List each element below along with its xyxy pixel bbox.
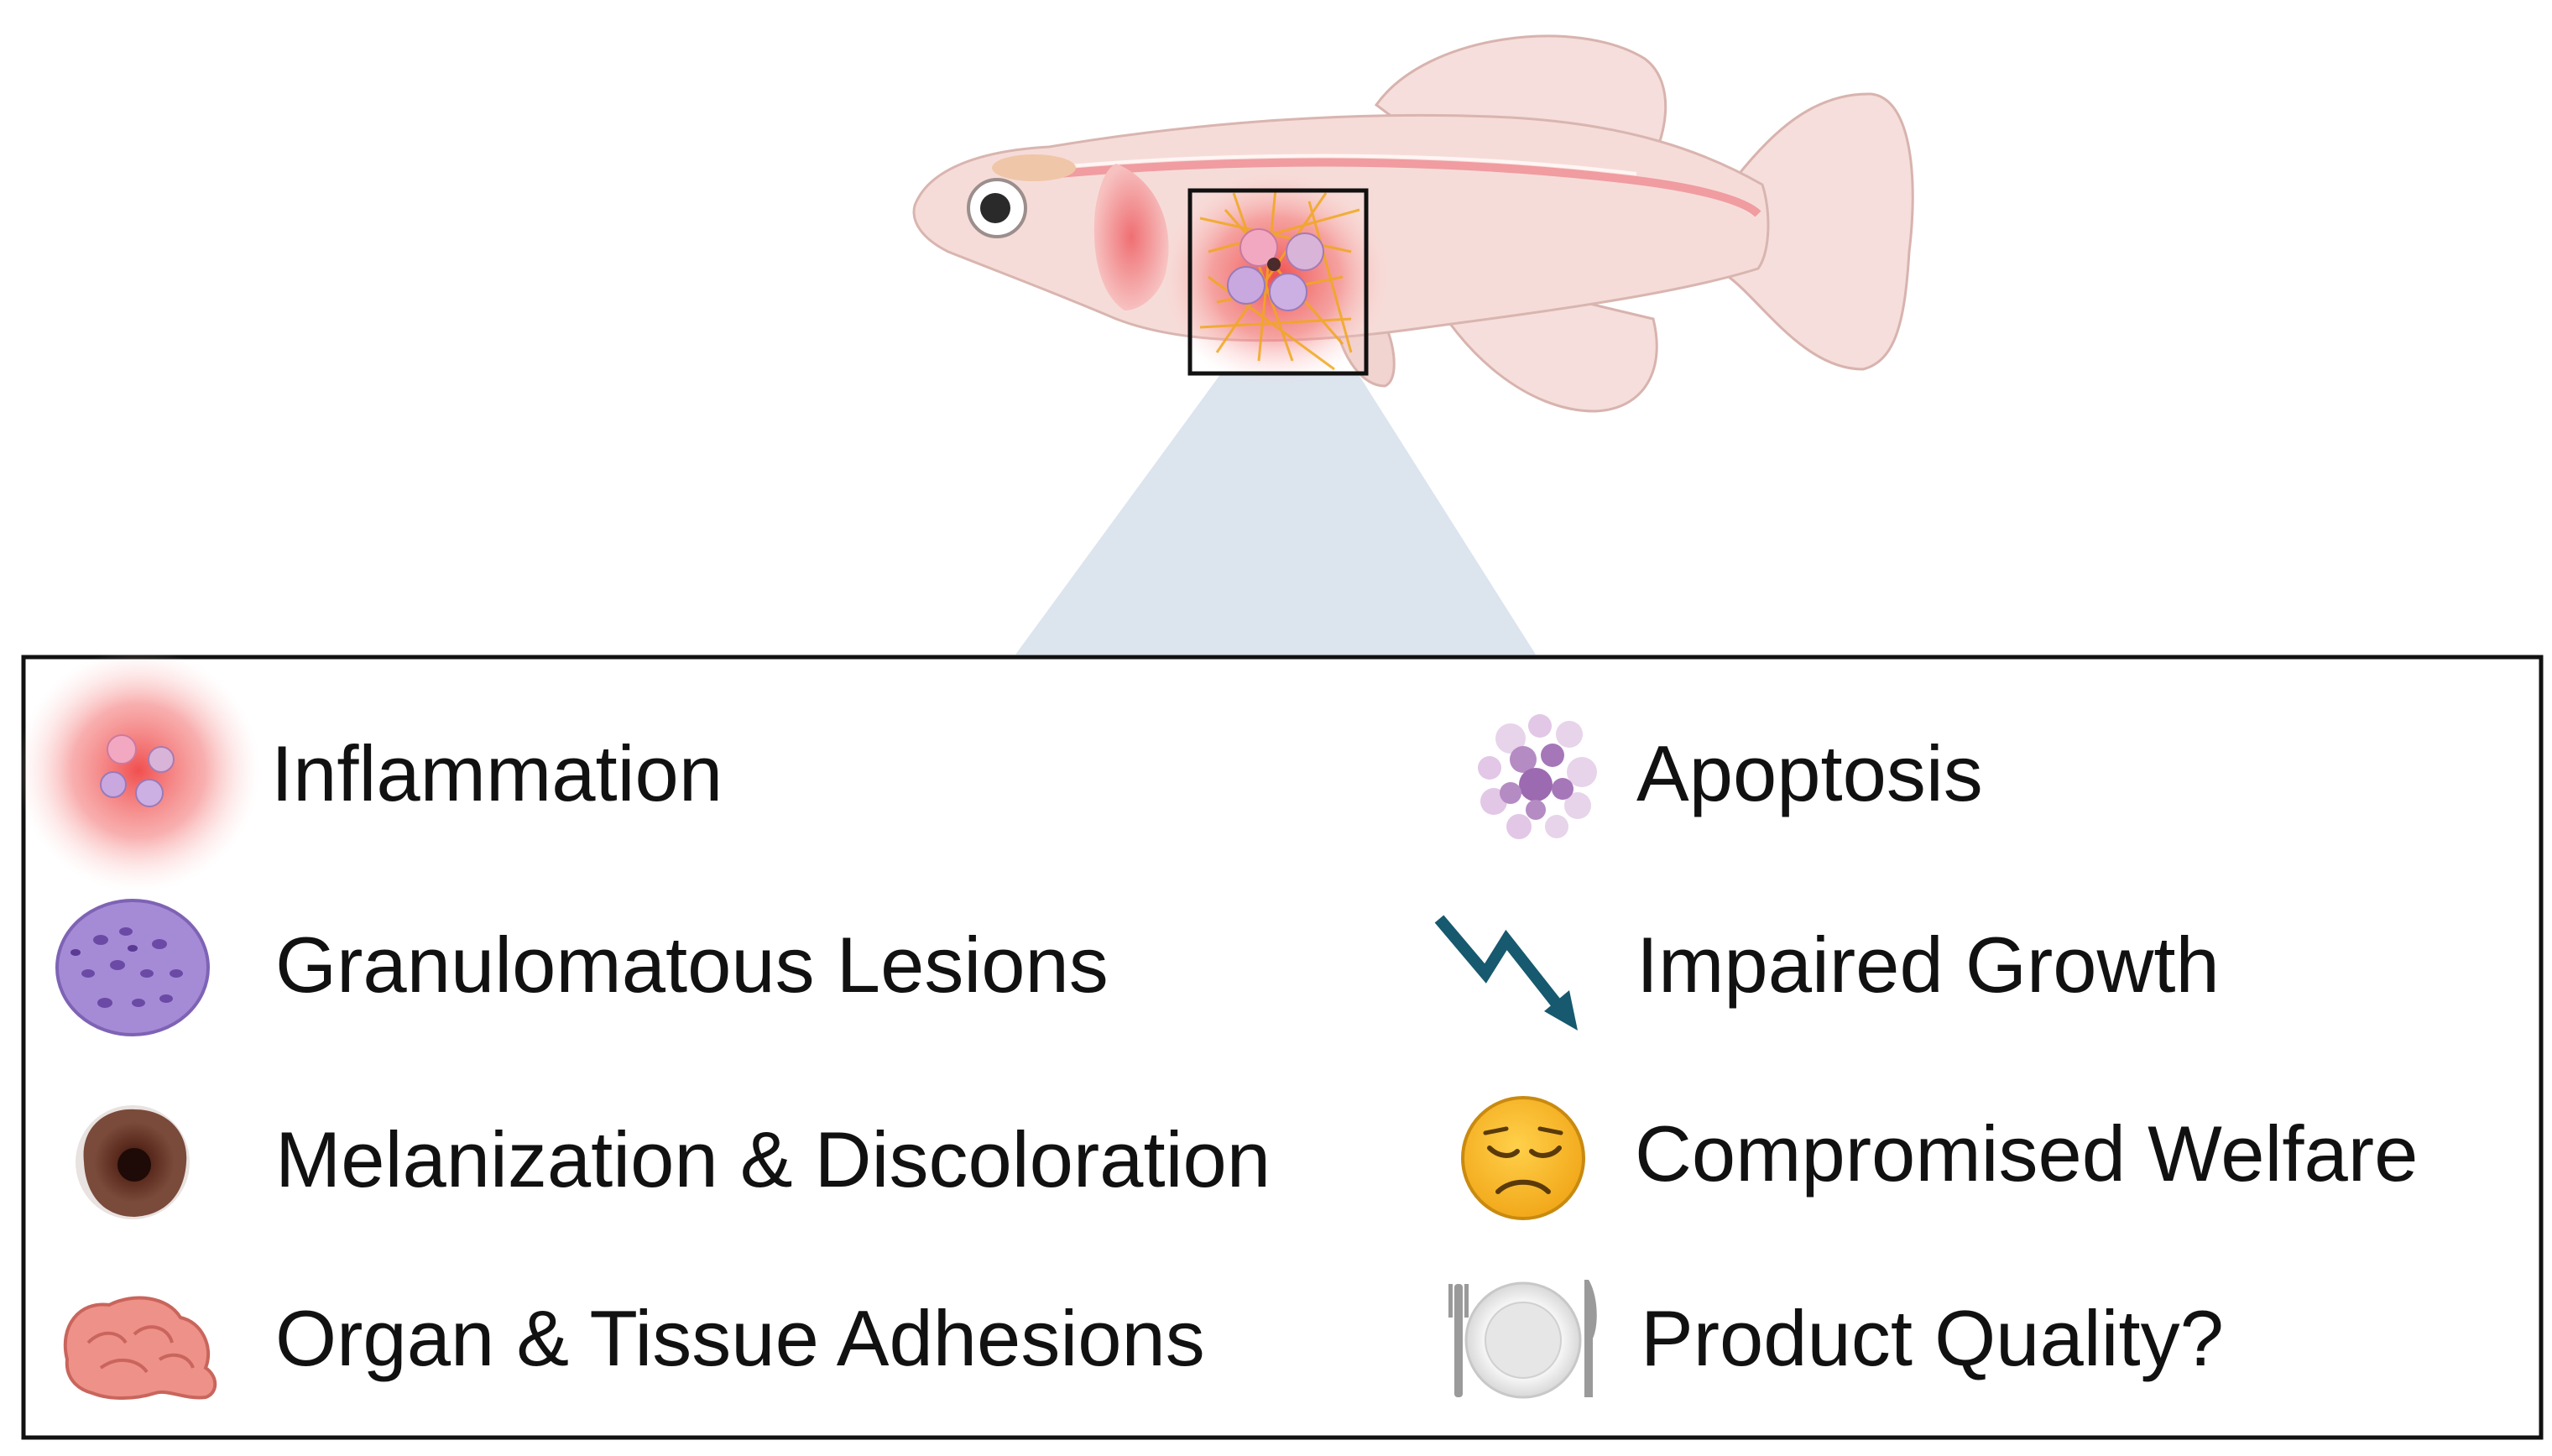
fish-pupil bbox=[980, 193, 1010, 223]
gill-region bbox=[1093, 164, 1169, 311]
inset-cell bbox=[1286, 232, 1324, 271]
legend-label-impaired-growth: Impaired Growth bbox=[1636, 921, 2220, 1009]
legend-label-product-quality: Product Quality? bbox=[1641, 1294, 2224, 1382]
inset-cell bbox=[1269, 273, 1307, 311]
zoom-inset-box bbox=[1187, 188, 1369, 376]
melanized-lesion-icon bbox=[76, 1105, 190, 1219]
granuloma-icon bbox=[55, 899, 210, 1036]
bacterium-dot bbox=[1267, 258, 1281, 271]
inflammation-cells-icon bbox=[17, 649, 260, 892]
inset-cell bbox=[1227, 266, 1266, 305]
legend-box bbox=[21, 655, 2544, 1440]
legend-label-apoptosis: Apoptosis bbox=[1636, 729, 1983, 817]
legend-label-granulomatous-lesions: Granulomatous Lesions bbox=[275, 921, 1109, 1009]
intestine-icon bbox=[63, 1296, 217, 1400]
fish-illustration bbox=[912, 34, 1914, 413]
sad-face-icon bbox=[1461, 1096, 1585, 1220]
lateral-line bbox=[1048, 158, 1761, 217]
apoptotic-cell-icon bbox=[1478, 714, 1597, 839]
legend-label-adhesions: Organ & Tissue Adhesions bbox=[275, 1294, 1205, 1382]
head-spot bbox=[992, 154, 1076, 181]
legend-label-compromised-welfare: Compromised Welfare bbox=[1635, 1109, 2419, 1198]
plate-cutlery-icon bbox=[1448, 1280, 1597, 1399]
zoom-cone bbox=[1015, 373, 1536, 655]
tail-fin bbox=[1727, 92, 1914, 371]
spine-line bbox=[1048, 154, 1637, 175]
legend-label-melanization: Melanization & Discoloration bbox=[275, 1115, 1271, 1203]
down-trend-arrow-icon bbox=[1434, 915, 1578, 1031]
inset-cell bbox=[1239, 228, 1278, 267]
legend-label-inflammation: Inflammation bbox=[271, 729, 723, 817]
